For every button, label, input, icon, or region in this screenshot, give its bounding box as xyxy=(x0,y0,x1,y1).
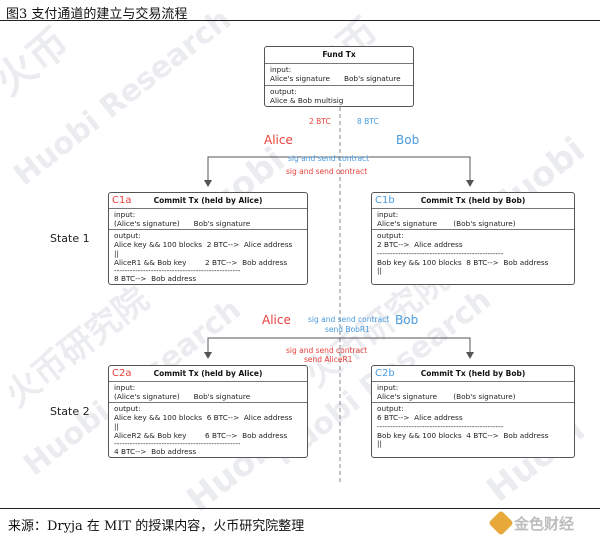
alice-label-2: Alice xyxy=(262,313,291,327)
bob-action-label-2: sig and send contract xyxy=(308,315,390,324)
alice-action-label-2: sig and send contract xyxy=(286,346,368,355)
c2a-line: ----------------------------------------… xyxy=(114,439,241,448)
c1a-tag: C1a xyxy=(112,195,132,206)
alice-amount-label: 2 BTC xyxy=(309,117,331,126)
c1b-line: 2 BTC--> Alice address xyxy=(377,240,463,249)
c1b-line: output: xyxy=(377,231,404,240)
state-1-label: State 1 xyxy=(50,232,90,245)
c1b-line: || xyxy=(377,266,382,275)
fund-tx-output-label: output: xyxy=(270,87,297,96)
logo-text: 金色财经 xyxy=(514,514,575,533)
c1a-line: Alice key && 100 blocks 2 BTC--> Alice a… xyxy=(114,240,293,249)
bob-amount-label: 8 BTC xyxy=(357,117,379,126)
c2a-line: || xyxy=(114,422,119,431)
c2b-line: 6 BTC--> Alice address xyxy=(377,413,463,422)
state-2-label: State 2 xyxy=(50,405,90,418)
c2b-line: input: xyxy=(377,383,399,392)
fund-tx-input-sigs: Alice's signature Bob's signature xyxy=(270,74,401,83)
c1b-tag: C1b xyxy=(375,195,395,206)
c2b-line: Bob key && 100 blocks 4 BTC--> Bob addre… xyxy=(377,431,549,440)
figure-title: 图3 支付通道的建立与交易流程 xyxy=(6,7,188,22)
top-rule xyxy=(0,20,600,21)
commit-tx-c2a: C2a Commit Tx (held by Alice) input: (Al… xyxy=(108,365,308,458)
bob-label-2: Bob xyxy=(395,313,419,327)
c1b-line: input: xyxy=(377,210,399,219)
c2a-tag: C2a xyxy=(112,368,132,379)
bottom-rule xyxy=(0,508,600,509)
c1b-line: ----------------------------------------… xyxy=(377,249,504,258)
fund-tx-title: Fund Tx xyxy=(322,50,356,59)
c1a-line: (Alice's signature) Bob's signature xyxy=(114,219,251,228)
c1a-line: output: xyxy=(114,231,141,240)
alice-reveal-label: send AliceR1 xyxy=(304,355,353,364)
c1a-line: ----------------------------------------… xyxy=(114,266,241,275)
bob-action-label: sig and send contract xyxy=(288,154,370,163)
commit-tx-c1b: C1b Commit Tx (held by Bob) input: Alice… xyxy=(371,192,575,285)
c1b-title: Commit Tx (held by Bob) xyxy=(420,196,526,205)
fund-tx-output-value: Alice & Bob multisig xyxy=(270,96,344,105)
c2a-line: AliceR2 && Bob key 6 BTC--> Bob address xyxy=(114,431,288,440)
alice-action-label: sig and send contract xyxy=(286,167,368,176)
c2b-line: ----------------------------------------… xyxy=(377,422,504,431)
c1a-line: || xyxy=(114,249,119,258)
c2a-title: Commit Tx (held by Alice) xyxy=(153,369,263,378)
c2b-line: output: xyxy=(377,404,404,413)
c1b-line: Alice's signature (Bob's signature) xyxy=(377,219,516,228)
bob-reveal-label: send BobR1 xyxy=(325,325,370,334)
source-caption: 来源：Dryja 在 MIT 的授课内容，火币研究院整理 xyxy=(8,519,305,534)
c1a-line: AliceR1 && Bob key 2 BTC--> Bob address xyxy=(114,258,288,267)
c2b-tag: C2b xyxy=(375,368,395,379)
c1a-title: Commit Tx (held by Alice) xyxy=(153,196,263,205)
c1b-line: Bob key && 100 blocks 8 BTC--> Bob addre… xyxy=(377,258,549,267)
c2a-line: input: xyxy=(114,383,136,392)
fund-tx-input-label: input: xyxy=(270,65,292,74)
commit-tx-c1a: C1a Commit Tx (held by Alice) input: (Al… xyxy=(108,192,308,285)
c1a-line: input: xyxy=(114,210,136,219)
commit-tx-c2b: C2b Commit Tx (held by Bob) input: Alice… xyxy=(371,365,575,458)
brand-logo: 金色财经 xyxy=(488,510,596,536)
c2b-line: || xyxy=(377,439,382,448)
logo-icon xyxy=(488,510,514,536)
c1a-line: 8 BTC--> Bob address xyxy=(114,274,197,283)
c2a-line: output: xyxy=(114,404,141,413)
c2a-line: Alice key && 100 blocks 6 BTC--> Alice a… xyxy=(114,413,293,422)
c2b-line: Alice's signature (Bob's signature) xyxy=(377,392,516,401)
c2a-line: 4 BTC--> Bob address xyxy=(114,447,197,456)
c2b-title: Commit Tx (held by Bob) xyxy=(420,369,526,378)
bob-label: Bob xyxy=(396,133,420,147)
c2a-line: (Alice's signature) Bob's signature xyxy=(114,392,251,401)
fund-tx-box: Fund Tx input: Alice's signature Bob's s… xyxy=(264,46,414,107)
alice-label: Alice xyxy=(264,133,293,147)
